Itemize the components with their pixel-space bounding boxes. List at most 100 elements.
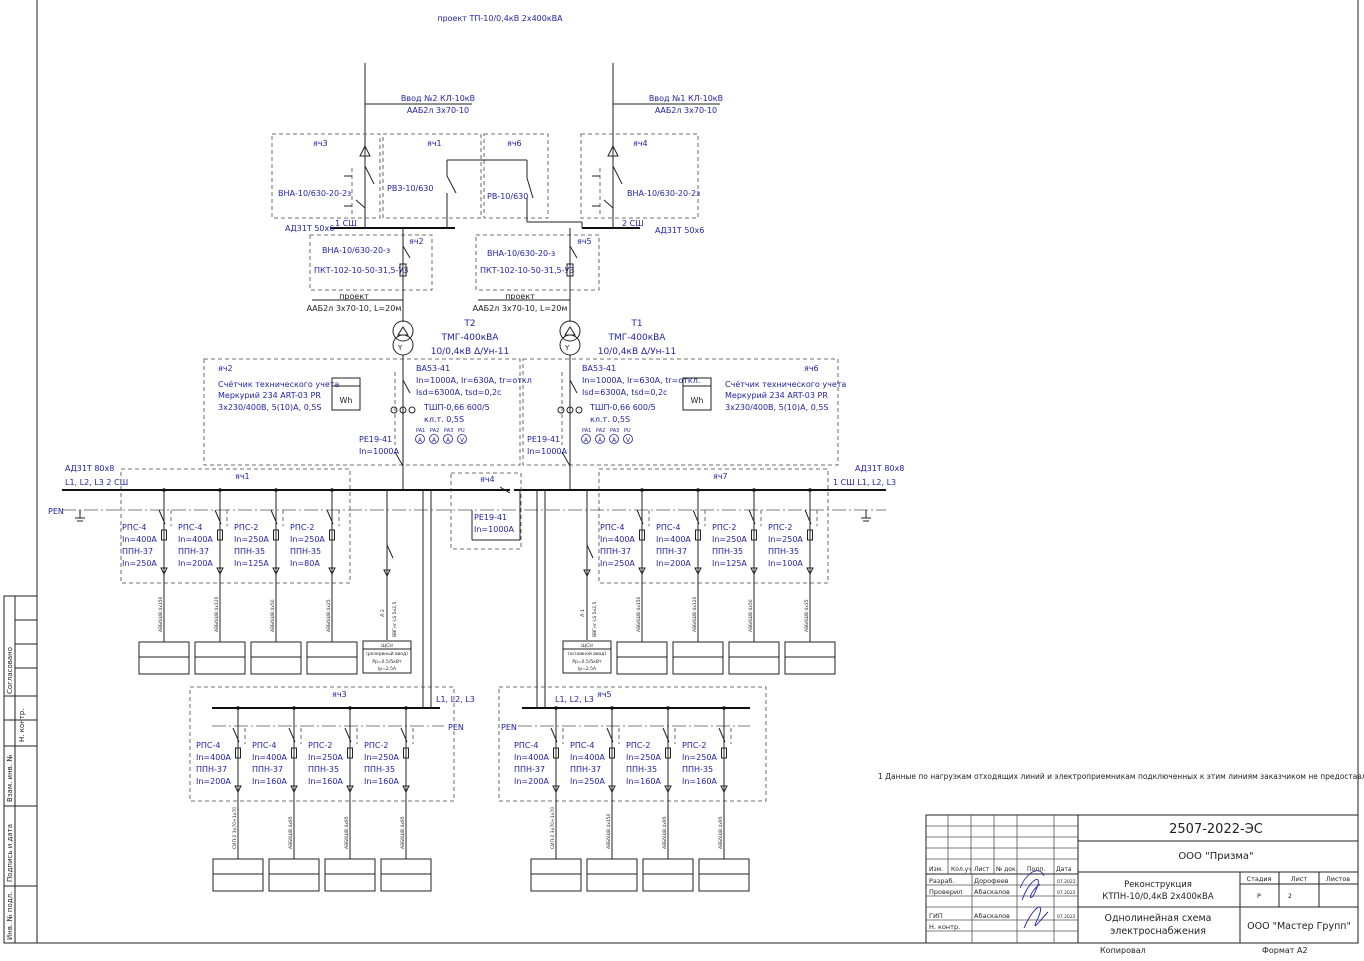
aux-feeder-right: Л-1 ВВГнг-LS 5х2,5 ЩСН (основной ввод) Р…	[562, 490, 612, 674]
panel7-feeder-2-rating: In=400A	[656, 535, 691, 544]
lv-left-ct-class: кл.т. 0,5S	[424, 415, 464, 424]
svg-text:A: A	[598, 437, 603, 444]
hv-cell-5-cable: ААБ2л 3х70-10, L=20м	[473, 304, 568, 313]
panel7-feeder-4-switch	[804, 509, 812, 525]
svg-text:PA3: PA3	[444, 428, 453, 434]
panel5-feeder-1-node	[554, 706, 558, 710]
panel5-feeder-4-switch	[718, 727, 726, 743]
panel5-feeder-2-fuse-rating: In=250A	[570, 777, 605, 786]
t1-type: ТМГ-400кВА	[608, 333, 667, 343]
panel3-feeder-3-node	[348, 706, 352, 710]
panel5-feeder-1-arrow	[552, 785, 560, 794]
panel7-feeder-4-fuse	[807, 529, 813, 541]
sheet-title-1: Однолинейная схема	[1105, 913, 1212, 924]
svg-text:07.2022: 07.2022	[1057, 890, 1076, 896]
svg-text:Лист: Лист	[1291, 875, 1308, 883]
panel3-feeder-2-cable: АВБбШВ 4х95	[288, 816, 294, 849]
svg-text:Iр=2,5А: Iр=2,5А	[378, 666, 397, 672]
incomer-1-cable: ААБ2л 3х70-10	[655, 106, 717, 115]
panel3-feeder-3-load	[324, 858, 376, 892]
panel1-feeder-2-fuse	[217, 529, 223, 541]
hv-switchgear: яч3 яч1 яч6 яч4 ВНА-10/630-20-2з РВЗ-10/…	[271, 133, 704, 322]
lv-left-breaker-p2: Isd=6300A, tsd=0,2c	[416, 388, 501, 397]
panel-1-box	[120, 468, 351, 584]
panel1-feeder-1-type: РПС-4	[122, 523, 146, 532]
svg-text:(основной ввод): (основной ввод)	[568, 650, 607, 657]
panel3-feeder-2-type: РПС-4	[252, 741, 276, 750]
lv-right-ct-class: кл.т. 0,5S	[590, 415, 630, 424]
svg-text:A: A	[584, 437, 589, 444]
panel5-feeder-2-node	[610, 706, 614, 710]
svg-text:Лист: Лист	[974, 866, 990, 873]
panel3-feeder-1-fuse-rating: In=200A	[196, 777, 231, 786]
panel7-feeder-4-fuse-type: ППН-35	[768, 547, 799, 556]
svg-text:Разраб.: Разраб.	[929, 877, 955, 885]
panel5-feeder-3-fuse	[665, 747, 671, 759]
sect-switch: РЕ19-41	[474, 513, 507, 522]
hv-cell-2-label: яч2	[409, 237, 424, 246]
svg-text:PU: PU	[624, 428, 631, 434]
svg-text:PA2: PA2	[596, 428, 605, 434]
panel5-feeder-2-fuse-type: ППН-37	[570, 765, 601, 774]
panel1-feeder-3-fuse-rating: In=125A	[234, 559, 269, 568]
panel-1-label: яч1	[235, 472, 250, 481]
t2-spec: 10/0,4кВ Δ/Ун-11	[431, 347, 510, 357]
lv-right-meter-model: Меркурий 234 ART-03 PR	[725, 391, 828, 400]
panel7-feeder-4-node	[808, 488, 812, 492]
hv-cell-2-fuse: ПКТ-102-10-50-31,5-У3	[314, 266, 408, 275]
panel7-feeder-4-load	[784, 641, 836, 675]
panel7-feeder-2-arrow	[694, 567, 702, 576]
svg-text:Кол.уч: Кол.уч	[951, 866, 972, 873]
panel-3-phases: L1, L2, L3	[436, 695, 475, 704]
hv-busbar-right: АД31Т 50х6	[655, 226, 704, 235]
side-stamp-agreed: Согласовано	[6, 647, 14, 694]
panel7-feeder-1-load	[616, 641, 668, 675]
lv-right-meter-title: Счётчик технического учета	[725, 380, 846, 389]
panel1-feeder-1-load	[138, 641, 190, 675]
panel1-feeder-4-fuse-type: ППН-35	[290, 547, 321, 556]
svg-text:ЩСН: ЩСН	[381, 643, 392, 649]
lv-left-ct: ТШП-0,66 600/5	[423, 403, 490, 412]
panel7-feeder-3-rating: In=250A	[712, 535, 747, 544]
svg-text:Абаскалов: Абаскалов	[974, 912, 1010, 920]
lv-left-meter-title: Счётчик технического учета	[218, 380, 339, 389]
svg-text:Изм.: Изм.	[929, 866, 943, 873]
panel3-feeder-1-load	[212, 858, 264, 892]
panel3-feeder-2-fuse	[291, 747, 297, 759]
transformer-t2: Y Т2 ТМГ-400кВА 10/0,4кВ Δ/Ун-11	[392, 319, 510, 372]
lv-left-phases: L1, L2, L3 2 СШ	[65, 478, 128, 487]
svg-text:Листов: Листов	[1326, 875, 1350, 883]
hv-bus-1-label: 1 СШ	[335, 219, 357, 228]
lv-left-switch: РЕ19-41	[359, 435, 392, 444]
panel7-feeder-3-load	[728, 641, 780, 675]
panel3-feeder-1-type: РПС-4	[196, 741, 220, 750]
organization: ООО "Мастер Групп"	[1247, 921, 1351, 932]
svg-text:Проверил: Проверил	[929, 888, 962, 896]
panel5-feeder-2-switch	[606, 727, 614, 743]
hv-cell-1-device: РВЗ-10/630	[387, 184, 433, 193]
svg-text:PA3: PA3	[610, 428, 619, 434]
panel1-feeder-2-node	[218, 488, 222, 492]
lv-bus: АД31Т 80х8 L1, L2, L3 2 СШ АД31Т 80х8 1 …	[48, 464, 904, 708]
panel3-feeder-2-node	[292, 706, 296, 710]
sheet-value: 2	[1288, 892, 1292, 900]
side-stamp: Согласовано Н. контр. Взам. инв. № Подпи…	[3, 595, 38, 944]
panel1-feeder-1-rating: In=400A	[122, 535, 157, 544]
panel3-feeder-2-arrow	[290, 785, 298, 794]
svg-text:Рр=0,5/5кВт: Рр=0,5/5кВт	[572, 659, 602, 665]
hv-cell-1-label: яч1	[427, 139, 442, 148]
panel1-feeder-3-load	[250, 641, 302, 675]
panel3-feeder-3-cable: АВБбШВ 4х95	[344, 816, 350, 849]
panel7-feeder-3-type: РПС-2	[712, 523, 736, 532]
panel1-feeder-2-fuse-type: ППН-37	[178, 547, 209, 556]
panel1-feeder-2-cable: АВБбШВ 4х120	[214, 596, 220, 632]
incomer-2: Ввод №2 КЛ-10кВ ААБ2л 3х70-10	[364, 63, 475, 218]
panel5-feeder-3-fuse-type: ППН-35	[626, 765, 657, 774]
panel5-feeder-4-rating: In=250A	[682, 753, 717, 762]
panel3-feeder-4-fuse	[403, 747, 409, 759]
hv-cell-5-label: яч5	[577, 237, 592, 246]
svg-text:Л-1: Л-1	[580, 609, 586, 617]
panel3-feeder-3-switch	[344, 727, 352, 743]
svg-text:PA1: PA1	[582, 428, 591, 434]
panel5-feeder-1-type: РПС-4	[514, 741, 538, 750]
